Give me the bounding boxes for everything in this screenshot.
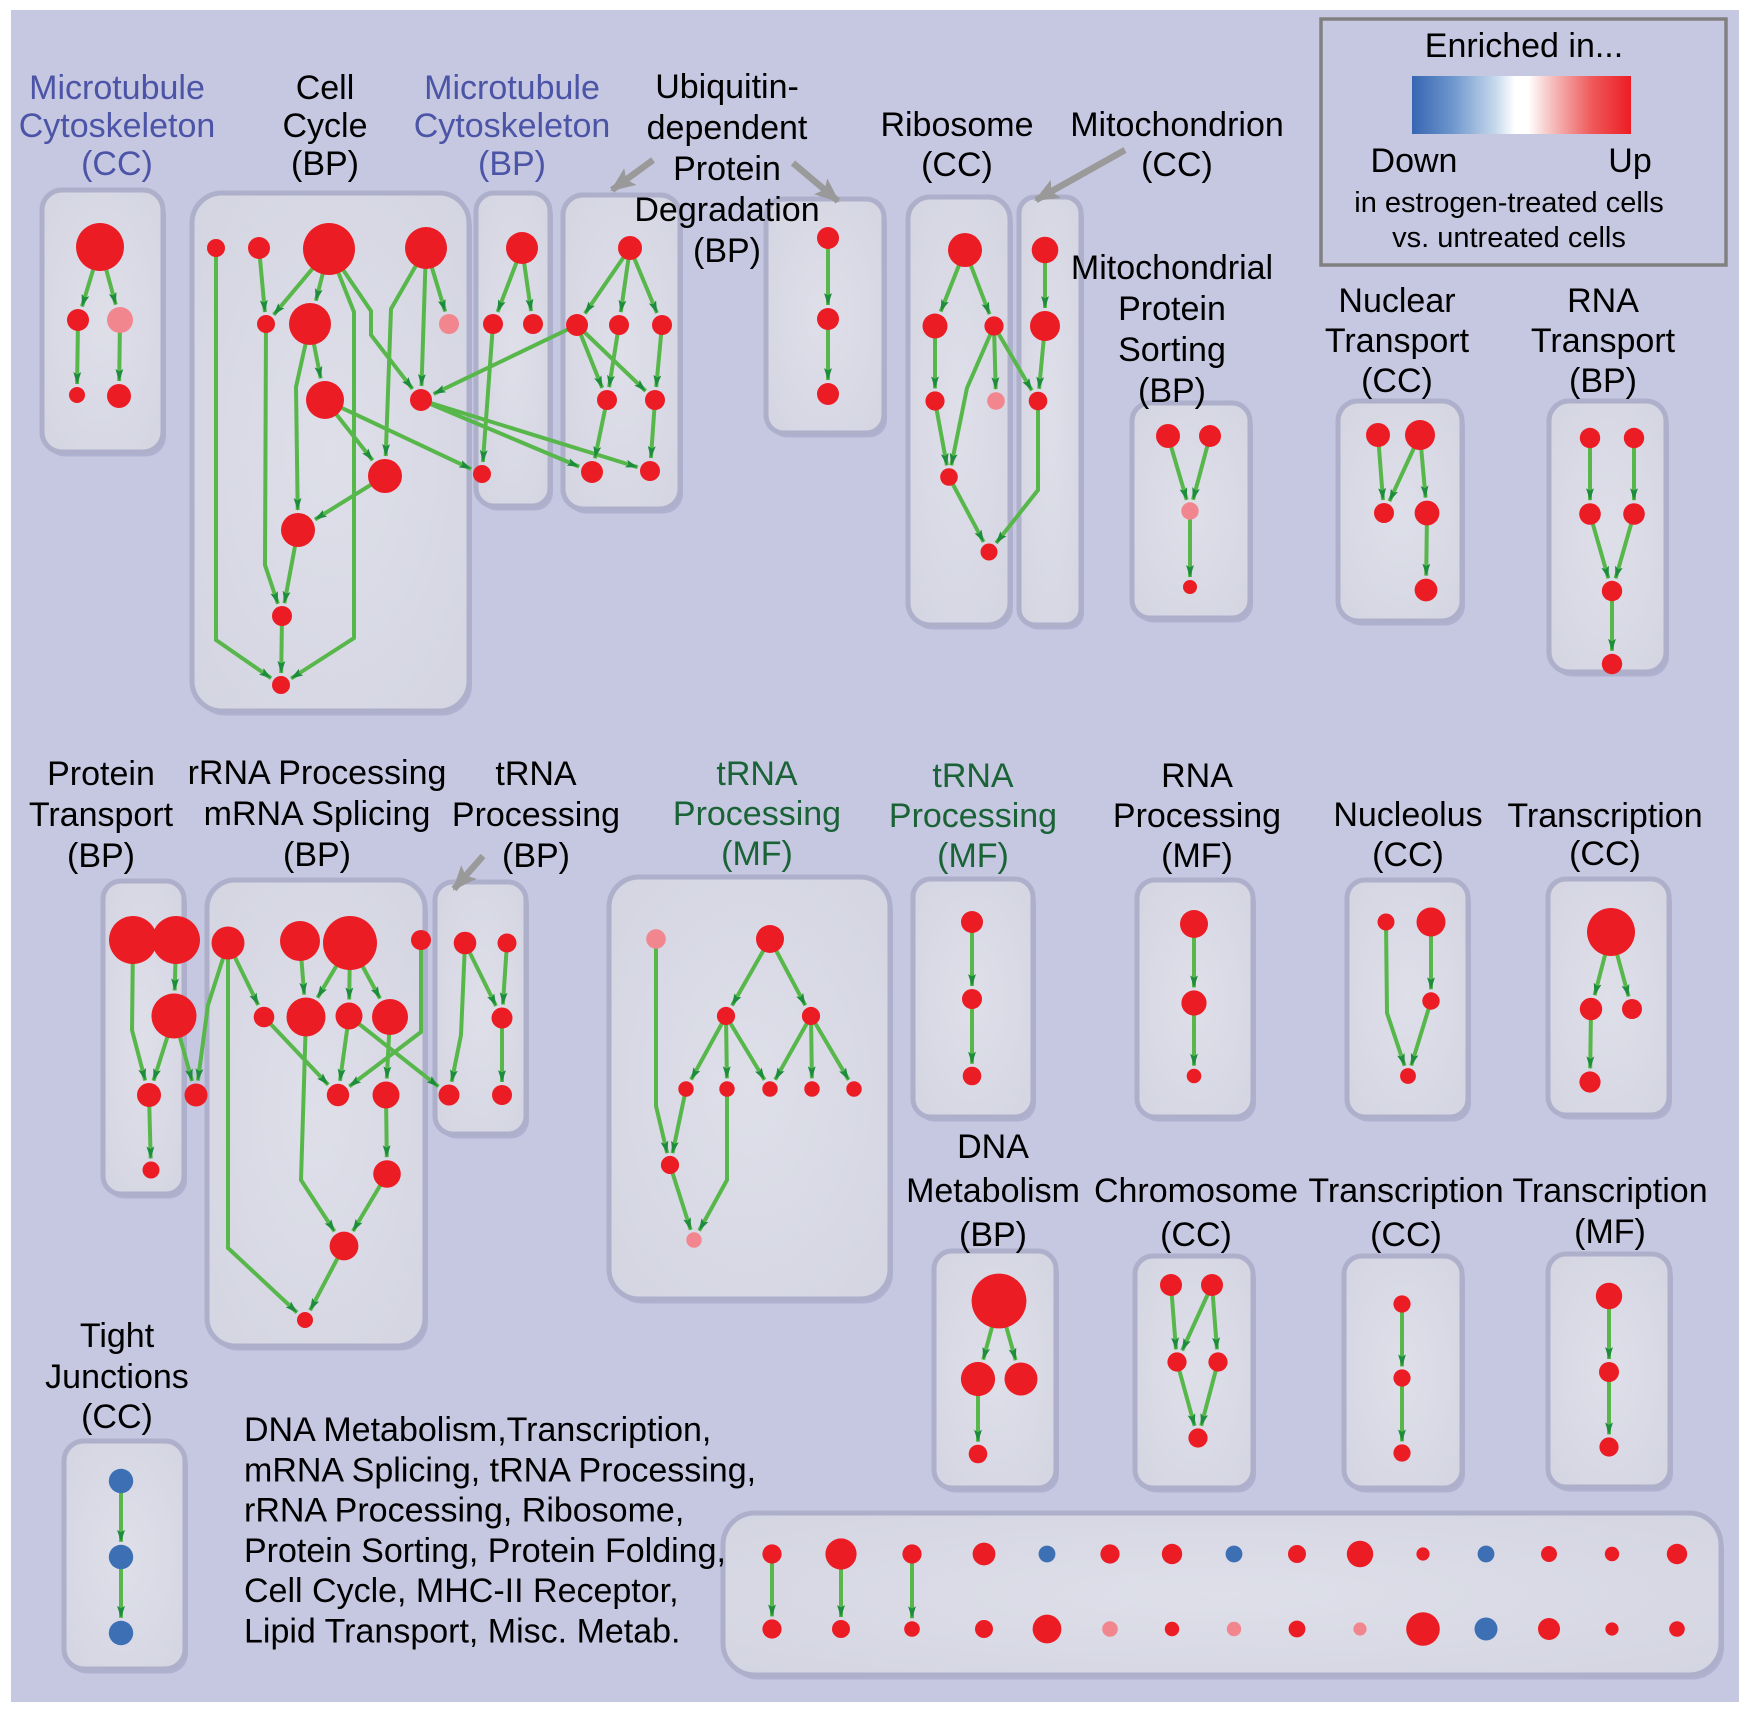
svg-text:Protein: Protein: [1118, 290, 1226, 328]
svg-text:Protein: Protein: [673, 150, 781, 188]
svg-text:mRNA Splicing, tRNA Processing: mRNA Splicing, tRNA Processing,: [244, 1451, 756, 1489]
svg-text:Chromosome: Chromosome: [1094, 1172, 1298, 1210]
svg-text:(MF): (MF): [1161, 837, 1233, 875]
svg-text:RNA: RNA: [1567, 282, 1639, 320]
svg-text:Sorting: Sorting: [1118, 331, 1226, 369]
svg-text:Up: Up: [1608, 142, 1651, 180]
svg-text:Microtubule: Microtubule: [424, 69, 600, 107]
svg-text:Enriched in...: Enriched in...: [1425, 27, 1623, 65]
svg-text:(BP): (BP): [502, 837, 570, 875]
svg-text:(CC): (CC): [1372, 836, 1444, 874]
svg-text:Processing: Processing: [673, 795, 841, 833]
svg-text:tRNA: tRNA: [716, 755, 798, 793]
svg-text:(CC): (CC): [1141, 146, 1213, 184]
svg-text:Mitochondrial: Mitochondrial: [1071, 249, 1273, 287]
svg-text:DNA: DNA: [957, 1128, 1029, 1166]
svg-text:(BP): (BP): [959, 1216, 1027, 1254]
svg-text:Processing: Processing: [889, 797, 1057, 835]
svg-text:(BP): (BP): [67, 837, 135, 875]
svg-text:dependent: dependent: [647, 109, 808, 147]
svg-text:Ubiquitin-: Ubiquitin-: [655, 68, 799, 106]
svg-text:(MF): (MF): [937, 837, 1009, 875]
svg-text:Lipid Transport, Misc. Metab.: Lipid Transport, Misc. Metab.: [244, 1613, 681, 1651]
svg-text:Processing: Processing: [452, 796, 620, 834]
svg-text:mRNA Splicing: mRNA Splicing: [204, 795, 431, 833]
svg-text:in estrogen-treated cells: in estrogen-treated cells: [1354, 187, 1664, 219]
svg-text:vs. untreated cells: vs. untreated cells: [1392, 222, 1626, 254]
svg-text:Transport: Transport: [1325, 322, 1470, 360]
svg-text:Transcription: Transcription: [1512, 1172, 1707, 1210]
svg-text:(CC): (CC): [1370, 1216, 1442, 1254]
svg-text:Cytoskeleton: Cytoskeleton: [414, 107, 611, 145]
svg-text:Protein Sorting, Protein Foldi: Protein Sorting, Protein Folding,: [244, 1532, 726, 1570]
svg-text:(MF): (MF): [1574, 1213, 1646, 1251]
svg-text:Transport: Transport: [1531, 322, 1676, 360]
svg-text:Metabolism: Metabolism: [906, 1172, 1080, 1210]
svg-text:(CC): (CC): [1569, 835, 1641, 873]
svg-text:RNA: RNA: [1161, 757, 1233, 795]
svg-text:(CC): (CC): [1361, 362, 1433, 400]
svg-text:Tight: Tight: [80, 1317, 155, 1355]
svg-text:Mitochondrion: Mitochondrion: [1070, 106, 1284, 144]
svg-text:DNA Metabolism,Transcription,: DNA Metabolism,Transcription,: [244, 1411, 711, 1449]
svg-text:(BP): (BP): [291, 145, 359, 183]
svg-text:Protein: Protein: [47, 755, 155, 793]
svg-text:Ribosome: Ribosome: [880, 106, 1033, 144]
svg-text:Nucleolus: Nucleolus: [1333, 796, 1482, 834]
svg-text:Degradation: Degradation: [634, 191, 819, 229]
svg-text:(CC): (CC): [81, 145, 153, 183]
svg-text:Junctions: Junctions: [45, 1358, 189, 1396]
svg-text:Down: Down: [1371, 142, 1458, 180]
svg-text:rRNA Processing, Ribosome,: rRNA Processing, Ribosome,: [244, 1492, 684, 1530]
svg-text:Cell Cycle, MHC-II Receptor,: Cell Cycle, MHC-II Receptor,: [244, 1572, 679, 1610]
svg-text:(BP): (BP): [693, 232, 761, 270]
svg-text:rRNA Processing: rRNA Processing: [188, 754, 447, 792]
svg-text:(BP): (BP): [478, 145, 546, 183]
svg-text:tRNA: tRNA: [932, 757, 1014, 795]
svg-text:Microtubule: Microtubule: [29, 69, 205, 107]
svg-text:(BP): (BP): [283, 836, 351, 874]
svg-text:(CC): (CC): [1160, 1216, 1232, 1254]
svg-text:Cycle: Cycle: [282, 107, 367, 145]
svg-text:Cell: Cell: [296, 69, 355, 107]
svg-text:Nuclear: Nuclear: [1338, 282, 1455, 320]
svg-text:Cytoskeleton: Cytoskeleton: [19, 107, 216, 145]
svg-text:(BP): (BP): [1138, 372, 1206, 410]
svg-text:tRNA: tRNA: [495, 755, 577, 793]
svg-text:Transport: Transport: [29, 796, 174, 834]
svg-text:Transcription: Transcription: [1507, 797, 1702, 835]
svg-text:(CC): (CC): [81, 1398, 153, 1436]
svg-text:(CC): (CC): [921, 146, 993, 184]
svg-text:Transcription: Transcription: [1308, 1172, 1503, 1210]
svg-text:(BP): (BP): [1569, 362, 1637, 400]
svg-text:Processing: Processing: [1113, 797, 1281, 835]
svg-text:(MF): (MF): [721, 835, 793, 873]
